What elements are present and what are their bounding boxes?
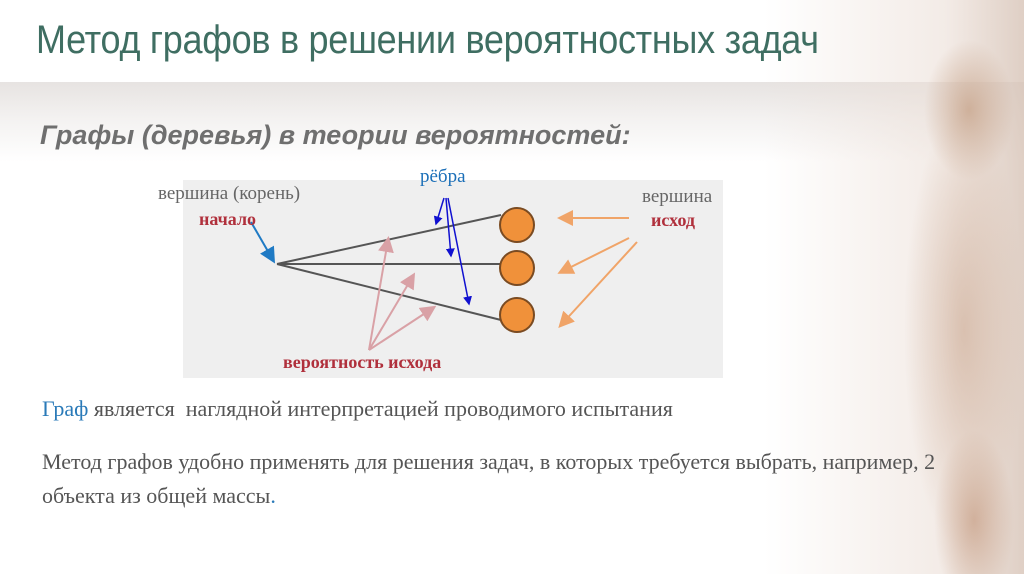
definition-text: является наглядной интерпретацией провод… [88, 396, 673, 421]
probability-tree-diagram [183, 180, 723, 378]
slide-subtitle: Графы (деревья) в теории вероятностей: [40, 120, 631, 150]
slide-title: Метод графов в решении вероятностных зад… [36, 18, 819, 62]
tree-edges [276, 214, 502, 321]
outcome-nodes [499, 207, 535, 333]
definition-paragraph: Граф является наглядной интерпретацией п… [42, 396, 673, 422]
root-vertex-caption: вершина (корень) [158, 183, 301, 204]
root-label-start: начало [199, 209, 257, 229]
probability-label: вероятность исхода [283, 352, 442, 372]
method-text: Метод графов удобно применять для решени… [42, 449, 936, 508]
method-paragraph: Метод графов удобно применять для решени… [42, 445, 992, 513]
method-end-mark: . [270, 483, 276, 508]
tree-graph [250, 197, 638, 351]
graph-term: Граф [42, 396, 89, 421]
outcome-label: исход [651, 210, 696, 230]
outcome-vertex-caption: вершина [642, 186, 713, 207]
edges-caption: рёбра [420, 166, 466, 187]
chess-king-background-image [764, 0, 1024, 574]
